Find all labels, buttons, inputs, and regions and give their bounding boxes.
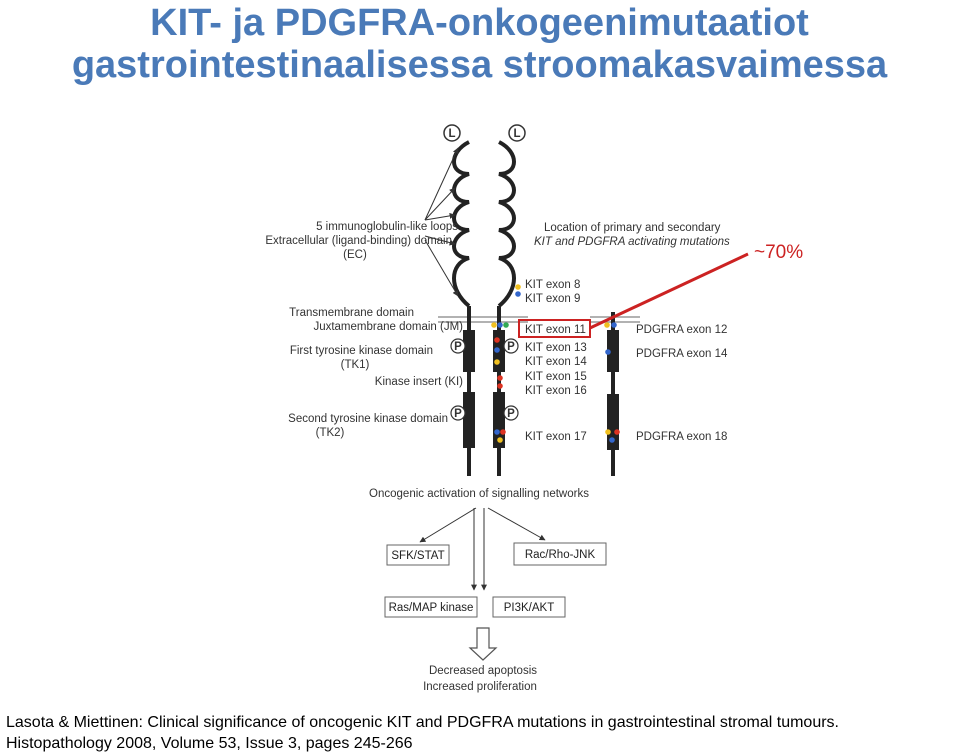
kit-exon-13: KIT exon 13 <box>525 342 587 354</box>
kit-exon-11: KIT exon 11 <box>525 324 586 336</box>
pdgfra-receptor <box>607 312 619 476</box>
ligand-left: L <box>443 124 461 142</box>
kit-receptor-left <box>452 140 475 476</box>
kit-exon-15: KIT exon 15 <box>525 371 587 383</box>
pathway-pi3k-akt: PI3K/AKT <box>492 596 566 618</box>
svg-text:P: P <box>454 341 462 353</box>
percent-label: ~70% <box>754 242 803 263</box>
svg-text:Rac/Rho-JNK: Rac/Rho-JNK <box>525 549 596 561</box>
kit-exon-9: KIT exon 9 <box>525 293 580 305</box>
kit-exon-8: KIT exon 8 <box>525 279 580 291</box>
ig-loop-arrows <box>424 147 459 297</box>
ligand-right: L <box>508 124 526 142</box>
pathway-sfk-stat: SFK/STAT <box>386 544 450 566</box>
label-tk1: First tyrosine kinase domain <box>290 345 433 357</box>
highlight-pointer <box>589 252 749 330</box>
pdgfra-exon-14: PDGFRA exon 14 <box>636 348 728 360</box>
svg-text:L: L <box>448 128 455 140</box>
label-ec: (EC) <box>343 249 367 261</box>
kit-exon-14: KIT exon 14 <box>525 356 587 368</box>
kit-exon-11-highlight <box>518 319 591 338</box>
label-tk2-abbr: (TK2) <box>316 427 345 439</box>
citation-line-2: Histopathology 2008, Volume 53, Issue 3,… <box>6 735 413 752</box>
svg-text:L: L <box>513 128 520 140</box>
signalling-label: Oncogenic activation of signalling netwo… <box>369 488 589 500</box>
label-kinase-insert: Kinase insert (KI) <box>375 376 463 388</box>
svg-text:P: P <box>507 408 515 420</box>
svg-text:SFK/STAT: SFK/STAT <box>391 550 444 562</box>
pathway-ras-map-kinase: Ras/MAP kinase <box>384 596 478 618</box>
pdgfra-exon-12: PDGFRA exon 12 <box>636 324 727 336</box>
kit-exon-17: KIT exon 17 <box>525 431 587 443</box>
outcome-apoptosis: Decreased apoptosis <box>429 665 537 677</box>
label-extracellular: Extracellular (ligand-binding) domain <box>265 235 452 247</box>
svg-text:P: P <box>454 408 462 420</box>
slide-title-line-1: KIT- ja PDGFRA-onkogeenimutaatiot <box>150 2 809 44</box>
kit-receptor-right <box>493 140 516 476</box>
label-juxtamembrane: Juxtamembrane domain (JM) <box>313 321 463 333</box>
outcome-proliferation: Increased proliferation <box>423 681 537 693</box>
label-location-b: KIT and PDGFRA activating mutations <box>534 236 730 248</box>
label-transmembrane: Transmembrane domain <box>289 307 414 319</box>
slide-title-line-2: gastrointestinaalisessa stroomakasvaimes… <box>71 44 888 86</box>
outcome-arrow <box>468 627 498 661</box>
label-ig-loops: 5 immunoglobulin-like loops <box>316 221 458 233</box>
label-tk2: Second tyrosine kinase domain <box>288 413 448 425</box>
phospho-sites: P P P P <box>450 338 519 421</box>
svg-text:PI3K/AKT: PI3K/AKT <box>504 602 555 614</box>
signalling-arrows <box>419 507 546 591</box>
label-tk1-abbr: (TK1) <box>341 359 370 371</box>
kit-exon-16: KIT exon 16 <box>525 385 587 397</box>
receptor-diagram: L L P P <box>265 124 803 693</box>
label-location-a: Location of primary and secondary <box>544 222 721 234</box>
citation-line-1: Lasota & Miettinen: Clinical significanc… <box>6 714 839 731</box>
svg-text:Ras/MAP kinase: Ras/MAP kinase <box>389 602 474 614</box>
mutation-dots <box>491 284 620 443</box>
pathway-rac-rho-jnk: Rac/Rho-JNK <box>513 542 607 566</box>
svg-text:P: P <box>507 341 515 353</box>
pdgfra-exon-18: PDGFRA exon 18 <box>636 431 727 443</box>
